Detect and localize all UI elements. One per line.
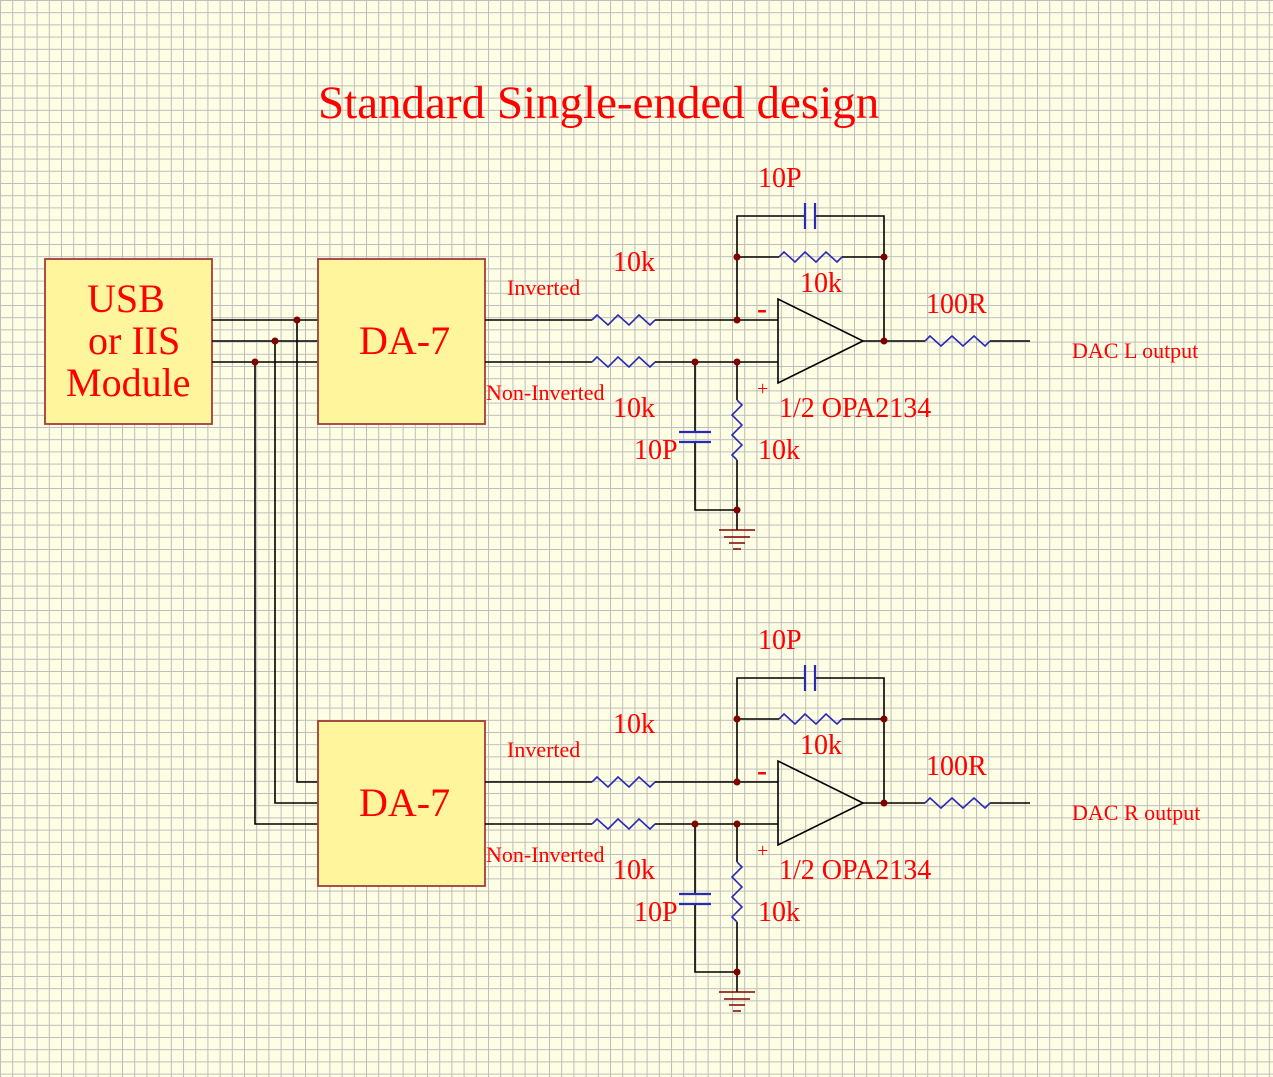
junction-dot <box>880 337 888 345</box>
shunt-resistor-value: 10k <box>758 435 800 466</box>
junction-dot <box>733 968 741 976</box>
shunt-resistor-symbol <box>730 861 744 923</box>
feedback-resistor-symbol <box>778 250 843 264</box>
module-label-line-2: or IIS <box>88 318 180 363</box>
output-label: DAC L output <box>1072 338 1198 363</box>
channel-left: Inverted Non-Inverted 10k 10k 10P 10k 10… <box>485 163 1198 550</box>
wire-shunt-network <box>694 362 738 530</box>
dac-chip-label: DA-7 <box>359 780 450 825</box>
junction-dot <box>733 358 741 366</box>
opamp-part-label: 1/2 OPA2134 <box>779 855 931 886</box>
channel-right: Inverted Non-Inverted 10k 10k 10P 10k 10… <box>485 625 1200 1012</box>
diagram-title: Standard Single-ended design <box>318 77 879 129</box>
input-resistor-non-inverted-value: 10k <box>613 393 655 424</box>
opamp-symbol <box>777 759 865 847</box>
output-resistor-value: 100R <box>926 289 987 320</box>
opamp-non-inverting-sign: + <box>757 840 768 862</box>
wire-feedback-loop <box>736 677 885 803</box>
opamp-symbol <box>777 297 865 385</box>
feedback-capacitor-symbol <box>803 203 817 229</box>
feedback-resistor-value: 10k <box>800 730 842 761</box>
module-label-line-3: Module <box>66 360 190 405</box>
feedback-resistor-symbol <box>778 712 843 726</box>
module-label-line-1: USB <box>87 276 165 321</box>
ground-icon <box>719 991 755 1012</box>
dac-chip-box <box>317 258 486 425</box>
dac-chip-box <box>317 720 486 887</box>
junction-dot <box>691 820 699 828</box>
shunt-capacitor-symbol <box>679 430 711 444</box>
shunt-capacitor-value: 10P <box>634 897 678 928</box>
junction-dot <box>880 253 888 261</box>
feedback-capacitor-value: 10P <box>758 625 802 656</box>
junction-dot <box>733 506 741 514</box>
junction-dot <box>271 337 279 345</box>
input-resistor-non-inverted-symbol <box>591 817 656 831</box>
input-resistor-inverted-symbol <box>591 775 656 789</box>
output-resistor-symbol <box>924 796 991 810</box>
non-inverted-output-label: Non-Inverted <box>486 842 605 867</box>
ground-icon <box>719 529 755 550</box>
wire-shunt-network <box>694 824 738 992</box>
input-resistor-inverted-symbol <box>591 313 656 327</box>
bus-wire-3 <box>212 361 318 825</box>
input-resistor-non-inverted-symbol <box>591 355 656 369</box>
shunt-capacitor-value: 10P <box>634 435 678 466</box>
shunt-resistor-value: 10k <box>758 897 800 928</box>
inverted-output-label: Inverted <box>507 275 580 300</box>
junction-dot <box>733 778 741 786</box>
feedback-capacitor-value: 10P <box>758 163 802 194</box>
opamp-non-inverting-sign: + <box>757 378 768 400</box>
dac-chip-bottom: DA-7 <box>317 720 486 887</box>
junction-dot <box>733 715 741 723</box>
input-resistor-non-inverted-value: 10k <box>613 855 655 886</box>
output-resistor-symbol <box>924 334 991 348</box>
usb-iis-module-block: USB or IIS Module <box>44 258 213 425</box>
junction-dot <box>251 358 259 366</box>
opamp-inverting-sign: - <box>757 754 767 787</box>
non-inverted-output-label: Non-Inverted <box>486 380 605 405</box>
wire-feedback-loop <box>736 215 885 341</box>
output-label: DAC R output <box>1072 800 1200 825</box>
junction-dot <box>733 253 741 261</box>
input-resistor-inverted-value: 10k <box>613 709 655 740</box>
feedback-resistor-value: 10k <box>800 268 842 299</box>
junction-dot <box>733 316 741 324</box>
feedback-capacitor-symbol <box>803 665 817 691</box>
output-resistor-value: 100R <box>926 751 987 782</box>
bus-wire-2 <box>212 340 318 804</box>
input-resistor-inverted-value: 10k <box>613 247 655 278</box>
junction-dot <box>880 799 888 807</box>
dac-chip-top: DA-7 <box>317 258 486 425</box>
inverted-output-label: Inverted <box>507 737 580 762</box>
dac-chip-label: DA-7 <box>359 318 450 363</box>
opamp-part-label: 1/2 OPA2134 <box>779 393 931 424</box>
signal-bus <box>212 316 318 825</box>
junction-dot <box>880 715 888 723</box>
shunt-capacitor-symbol <box>679 892 711 906</box>
junction-dot <box>691 358 699 366</box>
shunt-resistor-symbol <box>730 399 744 461</box>
junction-dot <box>293 316 301 324</box>
junction-dot <box>733 820 741 828</box>
module-box <box>44 258 213 425</box>
opamp-inverting-sign: - <box>757 292 767 325</box>
